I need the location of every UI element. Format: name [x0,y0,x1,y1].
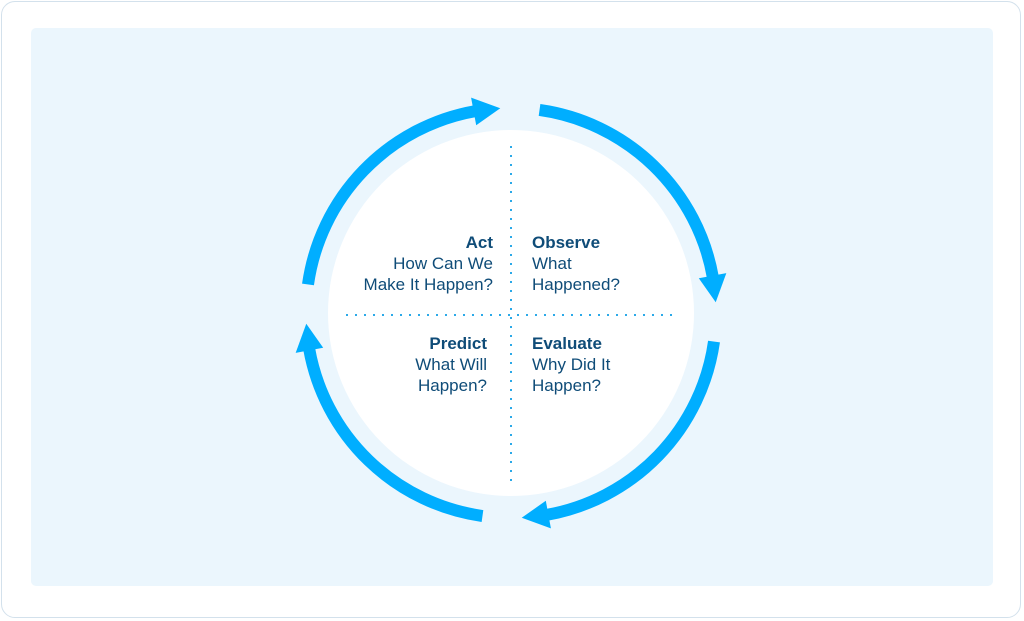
quadrant-title: Predict [429,334,487,353]
inner-circle [328,130,694,496]
arrow-act-to-observe-head-icon [471,97,501,126]
arrow-observe-to-evaluate-head-icon [698,273,727,303]
quadrant-subtitle: Why Did It Happen? [532,355,611,395]
quadrant-evaluate: Evaluate Why Did It Happen? [532,333,610,396]
quadrant-predict: Predict What Will Happen? [415,333,487,396]
quadrant-observe: Observe What Happened? [532,232,620,295]
quadrant-act: Act How Can We Make It Happen? [364,232,493,295]
quadrant-title: Act [465,233,493,252]
arrow-observe-to-evaluate-shaft [538,104,719,279]
quadrant-title: Observe [532,233,601,252]
arrow-predict-to-act-shaft [303,347,484,522]
quadrant-subtitle: What Happened? [532,254,620,294]
arrow-evaluate-to-predict-shaft [545,340,720,521]
quadrant-subtitle: What Will Happen? [415,355,487,395]
arrow-act-to-observe-shaft [302,105,477,286]
quadrant-subtitle: How Can We Make It Happen? [363,254,493,294]
arrow-evaluate-to-predict-head-icon [521,500,551,529]
arrow-predict-to-act-head-icon [295,323,324,353]
quadrant-title: Evaluate [532,334,602,353]
